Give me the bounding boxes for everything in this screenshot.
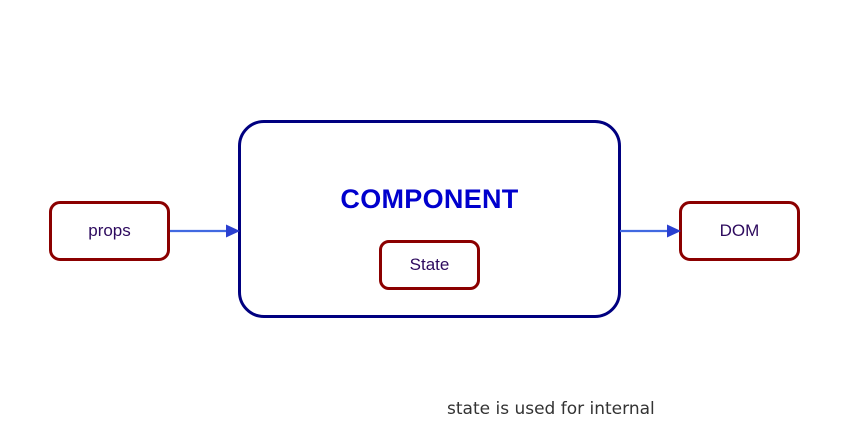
props-node: props (49, 201, 170, 261)
state-node: State (379, 240, 480, 290)
arrow-props-to-component (170, 221, 240, 241)
props-node-label: props (88, 221, 131, 240)
dom-node: DOM (679, 201, 800, 261)
arrow-component-to-dom (620, 221, 681, 241)
component-title: COMPONENT (340, 184, 519, 214)
state-node-label: State (409, 255, 450, 274)
dom-node-label: DOM (719, 221, 760, 240)
caption-line-1: state is used for internal (447, 399, 655, 419)
caption: state is used for internal communication… (447, 354, 754, 440)
